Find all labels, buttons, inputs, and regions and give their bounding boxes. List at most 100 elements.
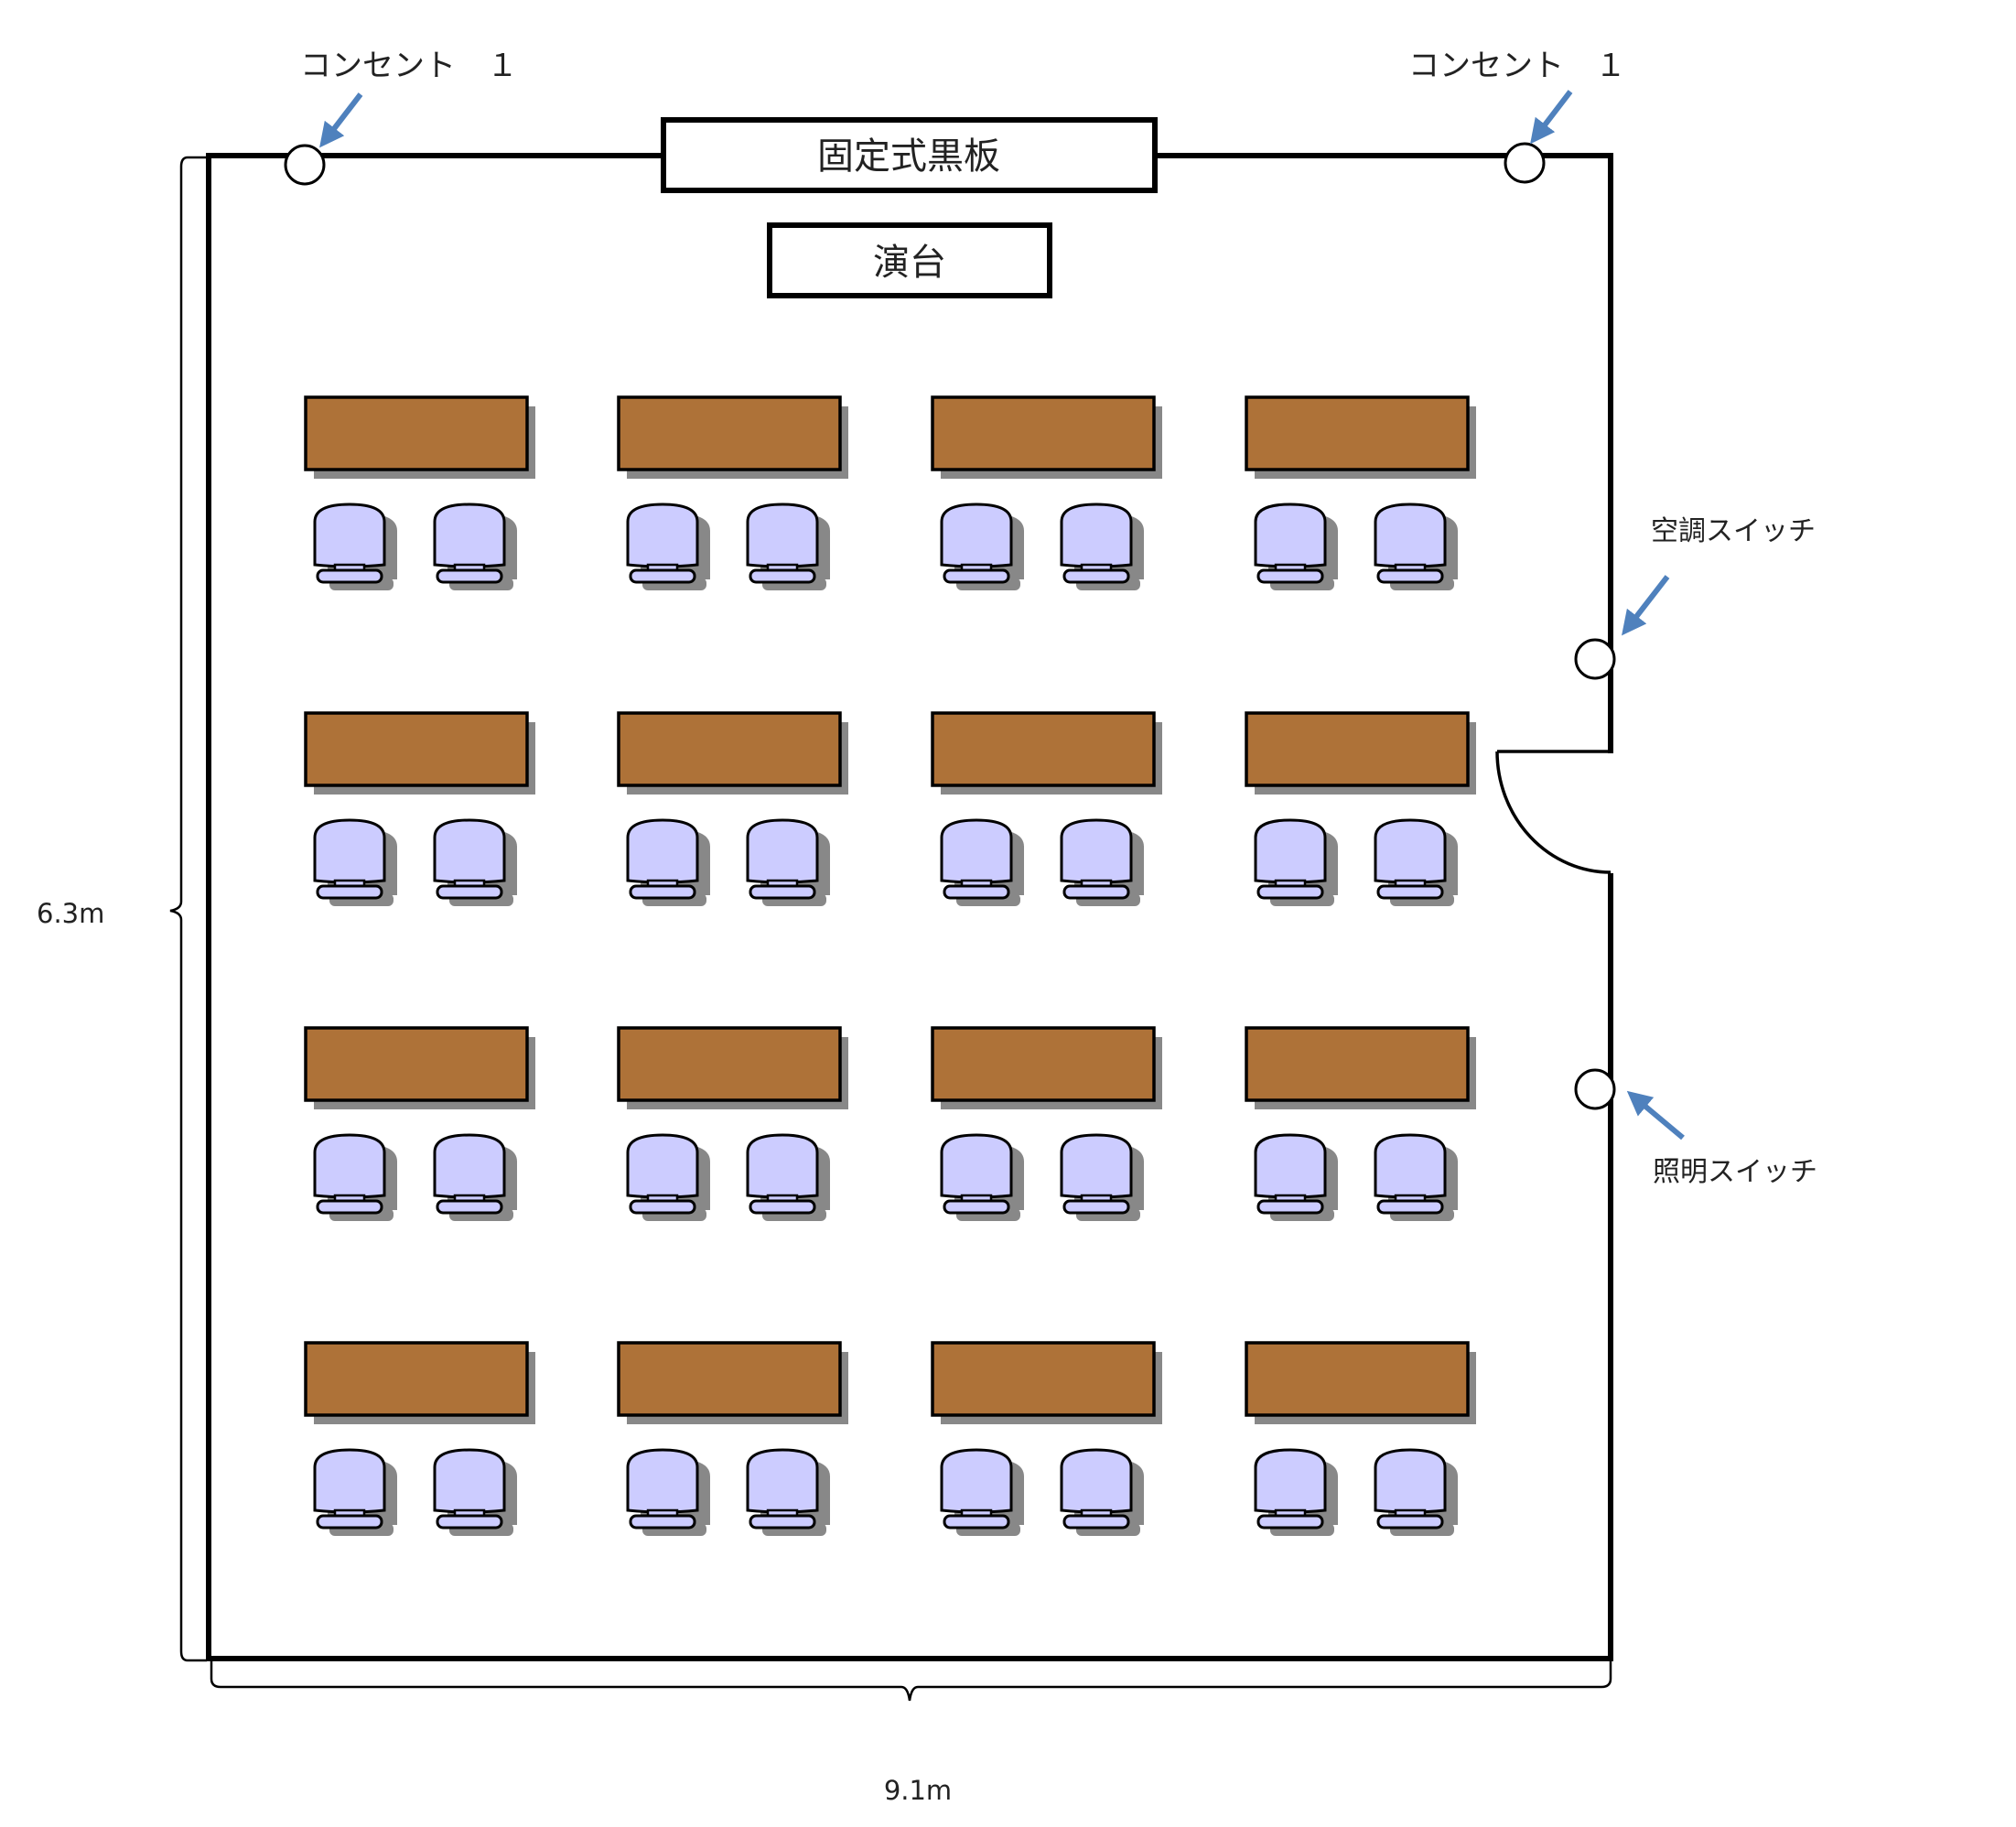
chair xyxy=(940,503,1024,590)
desk-unit xyxy=(617,711,848,906)
desk xyxy=(1245,711,1470,787)
desk xyxy=(931,1341,1156,1417)
chair-seat xyxy=(313,1448,386,1514)
chair-seat xyxy=(1254,818,1327,884)
chair-base xyxy=(1256,1199,1324,1215)
chair-seat xyxy=(940,1133,1013,1199)
chair-base xyxy=(629,568,696,584)
chair-base xyxy=(943,1514,1010,1530)
chair-base xyxy=(1256,1514,1324,1530)
chair-seat xyxy=(313,503,386,568)
width-label: 9.1m xyxy=(884,1775,952,1806)
chair xyxy=(626,503,710,590)
height-brace xyxy=(169,156,207,1662)
chair-seat xyxy=(626,818,699,884)
chair-base xyxy=(749,568,816,584)
chair-base xyxy=(1376,884,1444,900)
chair xyxy=(1254,503,1338,590)
chair xyxy=(746,1133,830,1221)
height-dimension xyxy=(169,156,207,1662)
chair-seat xyxy=(1060,818,1133,884)
chair xyxy=(1374,1133,1458,1221)
chair xyxy=(1060,503,1144,590)
chair xyxy=(313,818,397,906)
desk xyxy=(617,711,842,787)
chair xyxy=(1060,1133,1144,1221)
desk-unit xyxy=(1245,711,1476,906)
chair-base xyxy=(316,568,383,584)
chair-seat xyxy=(1374,1448,1447,1514)
desk-unit xyxy=(1245,1341,1476,1536)
door xyxy=(1495,750,1612,874)
desk xyxy=(1245,395,1470,471)
outlet-right-arrow xyxy=(1530,90,1573,145)
chair xyxy=(940,818,1024,906)
outlet-right-label: コンセント １ xyxy=(1408,48,1626,84)
chair-seat xyxy=(626,1448,699,1514)
chair-base xyxy=(943,568,1010,584)
chair xyxy=(433,818,517,906)
chair xyxy=(1374,503,1458,590)
podium: 演台 xyxy=(767,222,1052,298)
chair-base xyxy=(1062,1514,1130,1530)
desk-unit xyxy=(931,1341,1162,1536)
desk xyxy=(304,395,529,471)
chair-base xyxy=(629,884,696,900)
chair-base xyxy=(1256,884,1324,900)
width-dimension xyxy=(210,1660,1612,1702)
chair-seat xyxy=(433,818,506,884)
chair-base xyxy=(436,1514,503,1530)
chair xyxy=(1254,1133,1338,1221)
chair xyxy=(1254,818,1338,906)
desk-unit xyxy=(304,711,535,906)
chair xyxy=(1374,818,1458,906)
blackboard: 固定式黒板 xyxy=(661,117,1158,193)
chair xyxy=(746,818,830,906)
desk-unit xyxy=(617,1341,848,1536)
chair xyxy=(1060,818,1144,906)
height-label: 6.3m xyxy=(37,898,104,929)
outlet-right-icon xyxy=(1504,142,1546,184)
desk xyxy=(304,1026,529,1102)
blackboard-frame xyxy=(661,117,1158,193)
ac-switch-icon xyxy=(1574,638,1616,680)
chair xyxy=(433,1133,517,1221)
outlet-left-arrow xyxy=(319,92,363,148)
chair-base xyxy=(316,1514,383,1530)
room-walls xyxy=(206,153,1613,1661)
outlet-left-icon xyxy=(284,144,326,186)
chair-base xyxy=(749,1199,816,1215)
chair xyxy=(313,1133,397,1221)
chair-seat xyxy=(1374,818,1447,884)
chair-seat xyxy=(940,1448,1013,1514)
desk xyxy=(617,1026,842,1102)
chair xyxy=(1254,1448,1338,1536)
chair xyxy=(626,1448,710,1536)
chair-seat xyxy=(433,1448,506,1514)
ac-switch-label: 空調スイッチ xyxy=(1651,515,1816,547)
chair-base xyxy=(436,884,503,900)
chair-seat xyxy=(1254,503,1327,568)
chair xyxy=(433,1448,517,1536)
chair-seat xyxy=(1060,1448,1133,1514)
chair-seat xyxy=(746,1133,819,1199)
desk-unit xyxy=(931,711,1162,906)
chair xyxy=(940,1448,1024,1536)
desk xyxy=(1245,1026,1470,1102)
chair-seat xyxy=(746,1448,819,1514)
chair-base xyxy=(1376,1199,1444,1215)
chair-seat xyxy=(1060,503,1133,568)
chair xyxy=(746,503,830,590)
chair-base xyxy=(1062,884,1130,900)
desk-unit xyxy=(617,395,848,590)
chair-seat xyxy=(313,1133,386,1199)
chair-base xyxy=(749,884,816,900)
chair xyxy=(313,503,397,590)
desk xyxy=(617,1341,842,1417)
chair xyxy=(626,818,710,906)
chair-base xyxy=(943,884,1010,900)
desk-unit xyxy=(1245,395,1476,590)
chair-seat xyxy=(626,1133,699,1199)
chair-base xyxy=(1256,568,1324,584)
